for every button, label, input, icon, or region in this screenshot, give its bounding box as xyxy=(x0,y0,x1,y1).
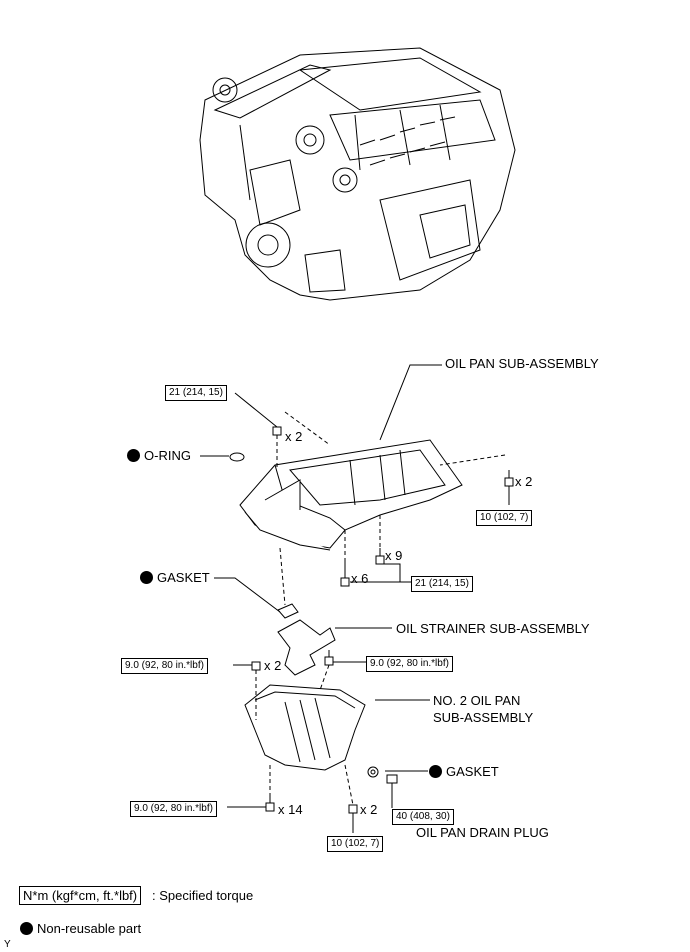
qty-label: x 2 xyxy=(515,474,533,489)
dashed-guide-lines xyxy=(255,411,506,806)
torque-box-9-left: 9.0 (92, 80 in.*lbf) xyxy=(121,658,208,674)
bolts xyxy=(251,426,514,814)
qty-label: x 2 xyxy=(285,429,303,444)
label-o-ring: O-RING xyxy=(127,449,191,463)
qty-label: x 9 xyxy=(385,548,403,563)
torque-box-10-bottom: 10 (102, 7) xyxy=(327,836,384,852)
torque-box-21-middle: 21 (214, 15) xyxy=(411,576,473,592)
label-gasket-upper: GASKET xyxy=(140,571,210,585)
leader-lines xyxy=(200,364,510,833)
label-no2-oil-pan-line1: NO. 2 OIL PAN xyxy=(433,693,521,708)
non-reusable-marker xyxy=(140,571,153,584)
legend-nonreusable: Non-reusable part xyxy=(20,922,141,936)
torque-box-9-bottom: 9.0 (92, 80 in.*lbf) xyxy=(130,801,217,817)
label-oil-pan-sub-assembly: OIL PAN SUB-ASSEMBLY xyxy=(445,356,599,371)
label-oil-strainer: OIL STRAINER SUB-ASSEMBLY xyxy=(396,621,590,636)
qty-label: x 6 xyxy=(351,571,369,586)
oil-strainer-illustration xyxy=(277,619,336,676)
non-reusable-marker xyxy=(127,449,140,462)
qty-label: x 2 xyxy=(360,802,378,817)
torque-box-9-right: 9.0 (92, 80 in.*lbf) xyxy=(366,656,453,672)
label-gasket-lower: GASKET xyxy=(429,765,499,779)
legend-torque-text: : Specified torque xyxy=(152,888,254,903)
qty-label: x 14 xyxy=(278,802,303,817)
gasket-lower-hole xyxy=(370,769,376,775)
gasket-upper-shape xyxy=(277,603,299,619)
label-drain-plug: OIL PAN DRAIN PLUG xyxy=(416,825,549,840)
o-ring-shape xyxy=(229,452,245,462)
torque-box-21-top: 21 (214, 15) xyxy=(165,385,227,401)
legend-torque-box: N*m (kgf*cm, ft.*lbf) xyxy=(19,886,142,905)
gasket-lower-shape xyxy=(367,766,379,778)
torque-box-10-right: 10 (102, 7) xyxy=(476,510,533,526)
no2-oil-pan-illustration xyxy=(244,684,366,771)
torque-box-40: 40 (408, 30) xyxy=(392,809,454,825)
qty-label: x 2 xyxy=(264,658,282,673)
corner-mark: Y xyxy=(4,939,11,950)
non-reusable-marker xyxy=(20,922,33,935)
oil-pan-sub-assembly-illustration xyxy=(239,439,463,551)
engine-block-illustration xyxy=(199,47,516,301)
non-reusable-marker xyxy=(429,765,442,778)
label-no2-oil-pan-line2: SUB-ASSEMBLY xyxy=(433,710,534,725)
